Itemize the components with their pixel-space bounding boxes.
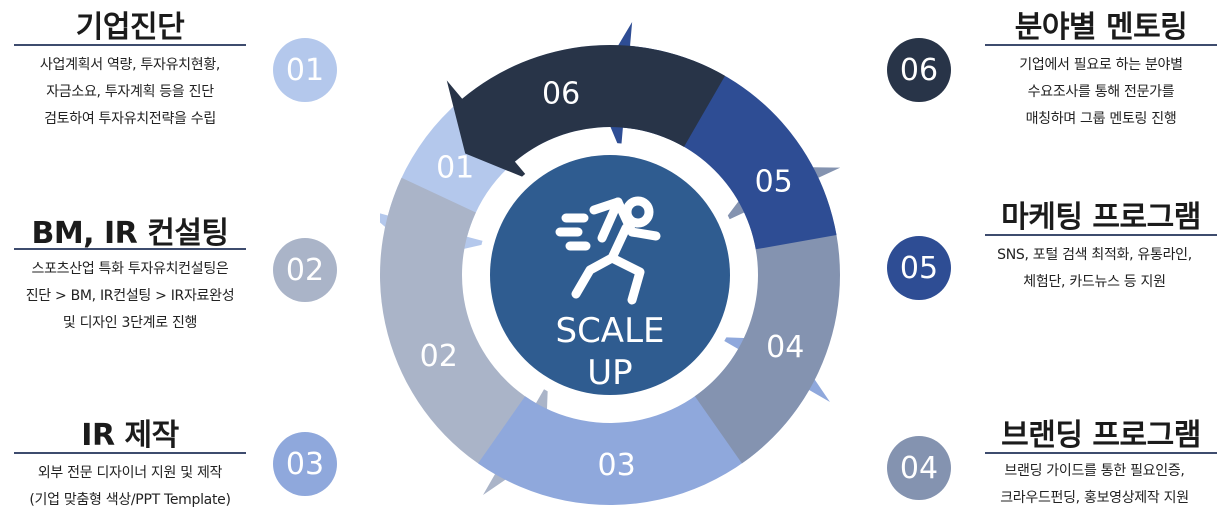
- item-04-desc-line: 크라우드펀딩, 홍보영상제작 지원: [1000, 490, 1189, 506]
- item-02-rule: [14, 248, 246, 250]
- cycle-label-05: 05: [755, 165, 793, 200]
- item-01-desc-line: 검토하여 투자유치전략을 수립: [44, 111, 216, 127]
- item-01-desc-line: 사업계획서 역량, 투자유치현황,: [39, 57, 221, 73]
- cycle-label-04: 04: [766, 330, 804, 365]
- cycle-label-02: 02: [420, 339, 458, 374]
- item-03-rule: [14, 452, 246, 454]
- item-02-desc-line: 스포츠산업 특화 투자유치컨설팅은: [31, 261, 229, 277]
- center-circle: [490, 155, 730, 395]
- item-03-desc: 외부 전문 디자이너 지원 및 제작 (기업 맞춤형 색상/PPT Templa…: [0, 460, 260, 514]
- cycle-arrow-06: [446, 45, 725, 181]
- item-02-badge: 02: [273, 238, 337, 302]
- item-02-desc: 스포츠산업 특화 투자유치컨설팅은 진단 > BM, IR컨설팅 > IR자료완…: [0, 256, 260, 337]
- item-04-title: 브랜딩 프로그램: [1001, 418, 1201, 453]
- item-06-desc-line: 매칭하며 그룹 멘토링 진행: [1025, 111, 1177, 127]
- item-03-badge: 03: [273, 432, 337, 496]
- cycle-arrow-02: [380, 177, 548, 495]
- item-03-title: IR 제작: [81, 418, 179, 453]
- item-06-desc-line: 기업에서 필요로 하는 분야별: [1019, 57, 1183, 73]
- running-person-icon: [555, 196, 661, 305]
- cycle-segments: [380, 21, 840, 505]
- item-05-desc-line: 체험단, 카드뉴스 등 지원: [1023, 274, 1166, 290]
- item-02-title: BM, IR 컨설팅: [31, 216, 229, 251]
- item-04-badge: 04: [887, 436, 951, 500]
- item-01-desc-line: 자금소요, 투자계획 등을 진단: [46, 84, 214, 100]
- item-06-desc-line: 수요조사를 통해 전문가를: [1027, 84, 1175, 100]
- item-01-title: 기업진단: [75, 10, 185, 45]
- center-label-line2: UP: [587, 353, 632, 393]
- cycle-label-01: 01: [436, 151, 474, 186]
- item-01-rule: [14, 44, 246, 46]
- item-05-rule: [985, 234, 1217, 236]
- cycle-label-06: 06: [542, 76, 580, 111]
- item-05-title: 마케팅 프로그램: [1001, 200, 1201, 235]
- item-01-desc: 사업계획서 역량, 투자유치현황, 자금소요, 투자계획 등을 진단 검토하여 …: [4, 52, 256, 133]
- cycle-labels: 01 02 03 04 05 06: [420, 76, 805, 482]
- item-05-desc-line: SNS, 포털 검색 최적화, 유통라인,: [997, 247, 1192, 263]
- item-06-title: 분야별 멘토링: [1014, 10, 1188, 45]
- item-05-badge: 05: [887, 236, 951, 300]
- item-02-desc-line: 진단 > BM, IR컨설팅 > IR자료완성: [25, 288, 235, 304]
- item-03-desc-line: 외부 전문 디자이너 지원 및 제작: [37, 465, 223, 481]
- item-04-desc-line: 브랜딩 가이드를 통한 필요인증,: [1004, 463, 1185, 479]
- item-01-badge: 01: [273, 38, 337, 102]
- item-02-desc-line: 및 디자인 3단계로 진행: [62, 315, 198, 331]
- item-04-rule: [985, 452, 1217, 454]
- cycle-label-03: 03: [598, 448, 636, 483]
- item-04-desc: 브랜딩 가이드를 통한 필요인증, 크라우드펀딩, 홍보영상제작 지원: [968, 458, 1221, 512]
- item-06-desc: 기업에서 필요로 하는 분야별 수요조사를 통해 전문가를 매칭하며 그룹 멘토…: [975, 52, 1221, 133]
- item-03-desc-line: (기업 맞춤형 색상/PPT Template): [29, 492, 231, 508]
- cycle-diagram: SCALE UP 01 02 03 04 05 06: [380, 21, 840, 505]
- item-05-desc: SNS, 포털 검색 최적화, 유통라인, 체험단, 카드뉴스 등 지원: [968, 242, 1221, 296]
- item-06-badge: 06: [887, 38, 951, 102]
- item-06-rule: [985, 44, 1217, 46]
- center-label-line1: SCALE: [555, 311, 664, 351]
